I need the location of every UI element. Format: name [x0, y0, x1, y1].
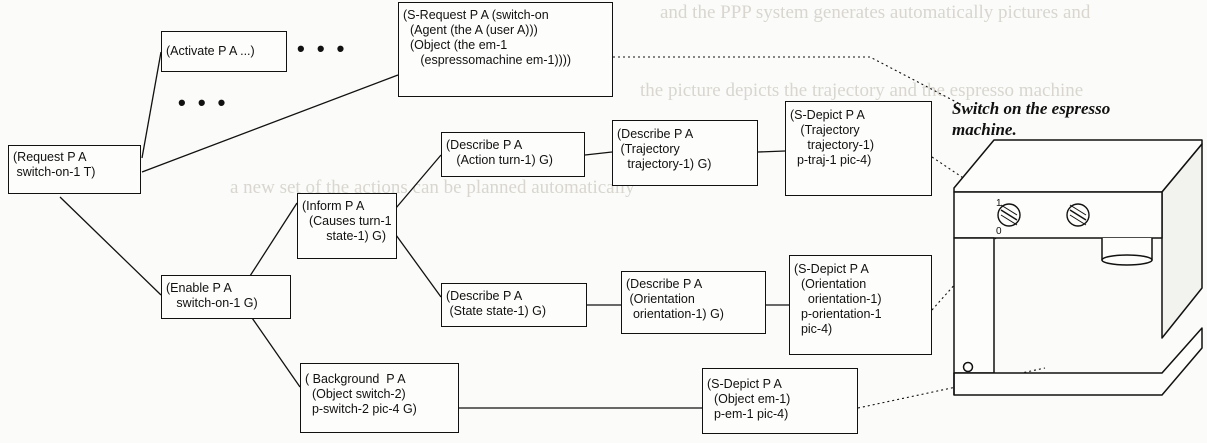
node-describe-action: (Describe P A (Action turn-1) G) — [441, 132, 585, 177]
edge-enable-background — [249, 314, 301, 388]
pointer-em-machine — [857, 367, 1046, 409]
ellipsis-marker: • • • — [297, 36, 348, 61]
illustration-caption: Switch on the espresso machine. — [952, 99, 1111, 139]
node-describe-trajectory: (Describe P A (Trajectory trajectory-1) … — [612, 120, 758, 186]
dial-left — [997, 203, 1021, 227]
node-describe-orientation: (Describe P A (Orientation orientation-1… — [621, 271, 766, 334]
indicator-light — [962, 361, 974, 373]
machine-front — [953, 191, 1163, 239]
edge-request-activate — [141, 51, 162, 159]
machine-column — [953, 237, 995, 374]
background-text-line: the picture depicts the trajectory and t… — [640, 80, 1084, 101]
node-describe-state: (Describe P A (State state-1) G) — [441, 283, 587, 327]
edge-enable-inform — [249, 202, 298, 277]
edge-describe-action-trajectory — [584, 151, 613, 156]
node-activate: (Activate P A ...) — [161, 31, 287, 72]
node-background: ( Background P A (Object switch-2) p-swi… — [300, 363, 459, 433]
node-s-depict-orientation: (S-Depict P A (Orientation orientation-1… — [789, 255, 932, 355]
dial-right — [1066, 203, 1090, 227]
node-enable: (Enable P A switch-on-1 G) — [161, 275, 291, 319]
dial-label-on: 1 — [996, 198, 1002, 209]
node-s-request: (S-Request P A (switch-on (Agent (the A … — [398, 2, 613, 97]
ellipsis-marker: • • • — [178, 90, 229, 115]
dial-label-off: 0 — [996, 226, 1002, 237]
background-text-line: a new set of the actions can be planned … — [230, 177, 635, 198]
node-s-depict-trajectory: (S-Depict P A (Trajectory trajectory-1) … — [785, 101, 932, 196]
background-text-line: and the PPP system generates automatical… — [660, 2, 1091, 23]
edge-request-srequest — [141, 74, 399, 173]
node-inform: (Inform P A (Causes turn-1 state-1) G) — [297, 193, 397, 259]
node-s-depict-em: (S-Depict P A (Object em-1) p-em-1 pic-4… — [702, 368, 858, 434]
edge-traj-sdepict — [757, 150, 786, 153]
edge-inform-describe-action — [395, 154, 442, 209]
node-request: (Request P A switch-on-1 T) — [8, 145, 141, 194]
pointer-srequest-caption — [613, 56, 961, 105]
edge-request-enable — [59, 196, 162, 296]
machine-top — [953, 139, 1203, 193]
machine-side — [1161, 143, 1203, 339]
espresso-machine-illustration: 1 0 — [953, 139, 1203, 396]
edge-inform-describe-state — [395, 234, 442, 298]
